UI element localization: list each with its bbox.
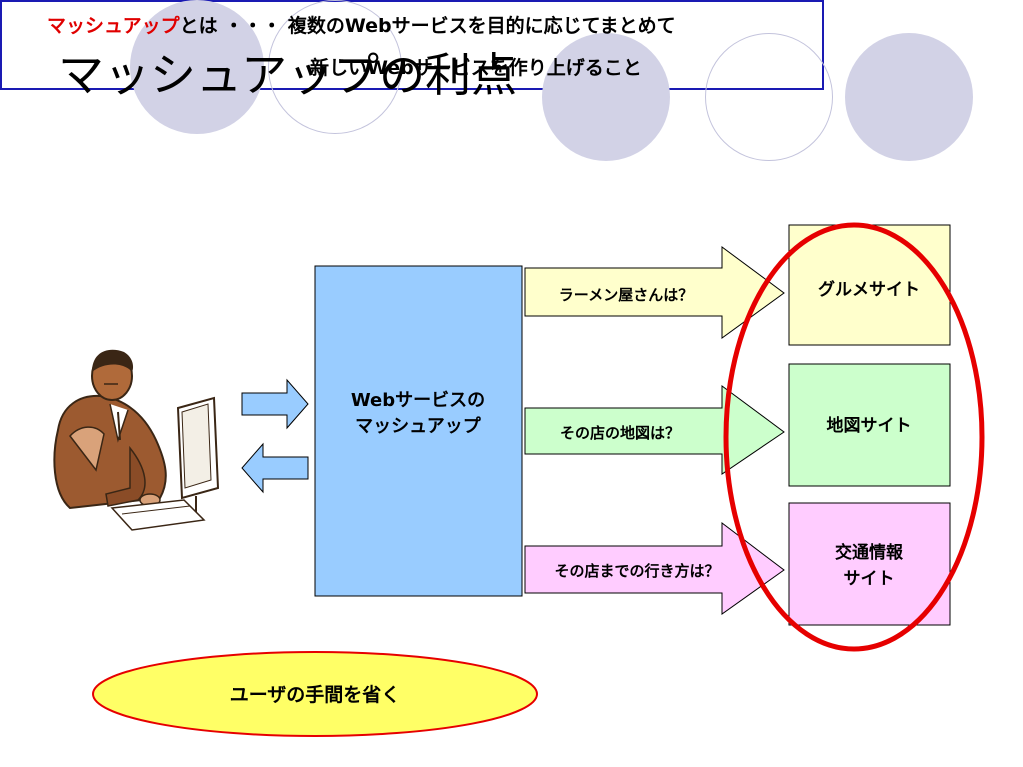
definition-line-2: 新しいWebサービスを作り上げること — [310, 57, 642, 79]
definition-line-1: マッシュアップとは ・・・ 複数のWebサービスを目的に応じてまとめて — [47, 17, 676, 36]
definition-connector: とは ・・・ — [179, 15, 288, 37]
question-traffic: その店までの行き方は？ — [554, 562, 719, 580]
sites-highlight-ellipse — [723, 222, 985, 652]
decor-circle-1 — [130, 0, 264, 134]
question-arrow-gourmet — [524, 246, 785, 339]
site-label-map: 地図サイト — [827, 415, 912, 436]
site-label-traffic-2: サイト — [844, 569, 895, 589]
mashup-box-line-1: Webサービスの — [351, 390, 485, 411]
question-arrow-traffic — [524, 521, 785, 615]
site-box-map — [788, 363, 951, 487]
site-label-traffic-1: 交通情報 — [835, 542, 904, 563]
question-arrow-map — [524, 385, 785, 475]
request-arrow — [241, 378, 309, 430]
question-map: その店の地図は？ — [560, 424, 680, 442]
mashup-service-box — [314, 265, 523, 597]
benefit-ellipse — [92, 651, 538, 737]
response-arrow — [241, 442, 309, 494]
slide-title: マッシュアップの利点 — [58, 48, 518, 102]
definition-box: マッシュアップとは ・・・ 複数のWebサービスを目的に応じてまとめて 新しいW… — [0, 0, 824, 90]
benefit-text: ユーザの手間を省く — [230, 683, 401, 706]
definition-term: マッシュアップ — [47, 15, 180, 37]
site-box-traffic — [788, 502, 951, 626]
decor-ring-2 — [705, 33, 833, 161]
mashup-box-line-2: マッシュアップ — [355, 415, 482, 437]
question-gourmet: ラーメン屋さんは？ — [559, 286, 693, 304]
decor-circle-3 — [845, 33, 973, 161]
definition-text-1: 複数のWebサービスを目的に応じてまとめて — [287, 15, 676, 37]
site-label-gourmet: グルメサイト — [818, 279, 920, 300]
decor-circle-2 — [542, 33, 670, 161]
site-box-gourmet — [788, 224, 951, 346]
person-at-computer-icon — [53, 349, 220, 531]
decor-ring-1 — [268, 0, 402, 134]
